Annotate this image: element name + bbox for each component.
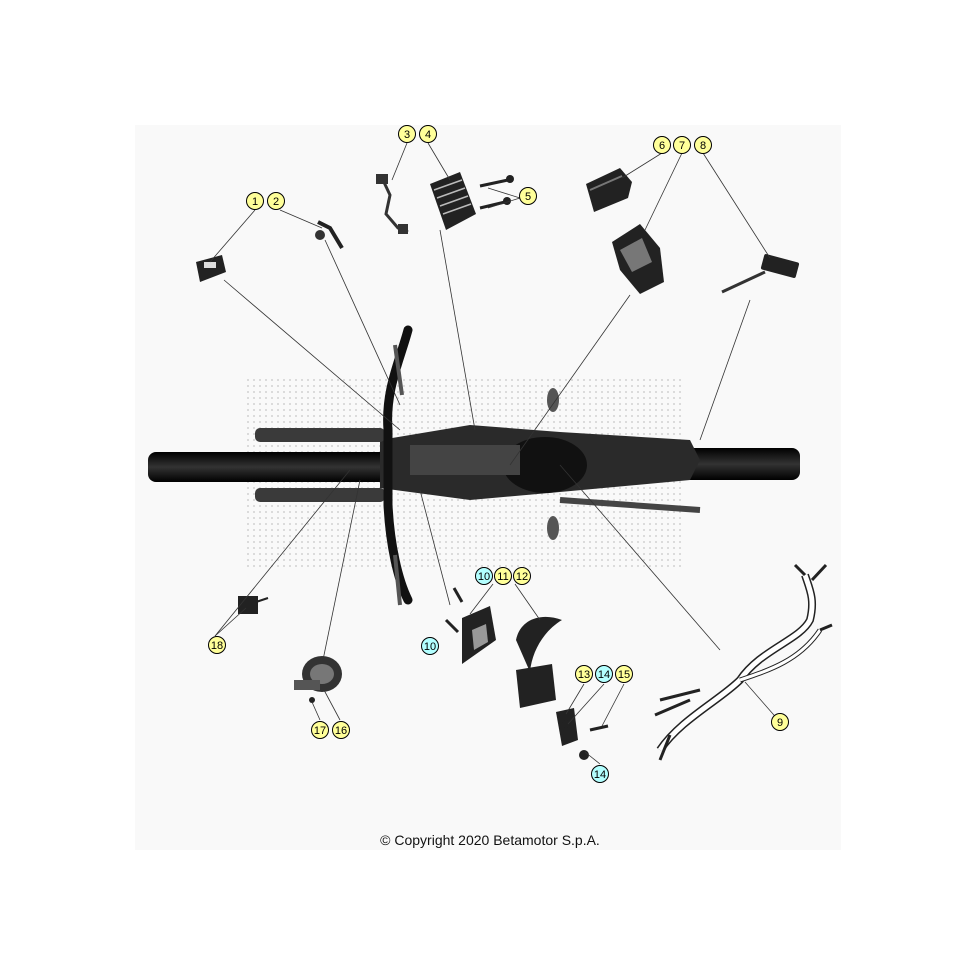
- callout-number: 12: [516, 571, 528, 583]
- part-switch-2: [315, 220, 344, 250]
- callout-10: 10: [421, 637, 439, 655]
- callout-5: 5: [519, 187, 537, 205]
- part-bracket-6: [586, 168, 632, 212]
- part-regulator-4: [430, 172, 476, 230]
- callout-11: 11: [494, 567, 512, 585]
- copyright-text: © Copyright 2020 Betamotor S.p.A.: [380, 832, 600, 848]
- callout-number: 10: [424, 641, 436, 653]
- callout-16: 16: [332, 721, 350, 739]
- callout-10: 10: [475, 567, 493, 585]
- callout-number: 17: [314, 725, 326, 737]
- callout-number: 3: [404, 129, 410, 141]
- part-sensor-8: [721, 254, 800, 294]
- callout-17: 17: [311, 721, 329, 739]
- callout-number: 14: [594, 769, 606, 781]
- part-ecu-7: [612, 224, 664, 294]
- callout-8: 8: [694, 136, 712, 154]
- callout-number: 5: [525, 191, 531, 203]
- callout-number: 9: [777, 717, 783, 729]
- part-wiring-harness-9: [654, 563, 833, 761]
- part-nut-14: [562, 720, 589, 760]
- callout-number: 11: [497, 571, 508, 583]
- callout-13: 13: [575, 665, 593, 683]
- leader-lines: [209, 142, 781, 765]
- callout-number: 16: [335, 725, 347, 737]
- callout-number: 14: [598, 669, 610, 681]
- part-screw-15: [589, 724, 609, 732]
- callout-number: 6: [659, 140, 665, 152]
- part-coil-12: [516, 616, 562, 708]
- part-sensor-3: [376, 174, 409, 234]
- part-bolt-10: [444, 587, 464, 634]
- callout-number: 18: [211, 640, 223, 652]
- callout-number: 1: [252, 196, 258, 208]
- part-relay-18: [238, 596, 269, 614]
- callout-number: 15: [618, 669, 630, 681]
- callout-4: 4: [419, 125, 437, 143]
- callout-15: 15: [615, 665, 633, 683]
- part-screw-17: [309, 697, 315, 703]
- callout-6: 6: [653, 136, 671, 154]
- part-bracket-11: [462, 606, 496, 664]
- callout-1: 1: [246, 192, 264, 210]
- motorcycle-top-view: [148, 325, 800, 606]
- callout-14: 14: [595, 665, 613, 683]
- callout-number: 4: [425, 129, 431, 141]
- part-horn-16: [294, 656, 342, 692]
- callout-number: 8: [700, 140, 706, 152]
- callout-2: 2: [267, 192, 285, 210]
- callout-number: 7: [679, 140, 685, 152]
- callout-14: 14: [591, 765, 609, 783]
- callout-number: 2: [273, 196, 279, 208]
- part-screws-5: [479, 175, 514, 210]
- callout-3: 3: [398, 125, 416, 143]
- callout-12: 12: [513, 567, 531, 585]
- callout-18: 18: [208, 636, 226, 654]
- callout-7: 7: [673, 136, 691, 154]
- callout-9: 9: [771, 713, 789, 731]
- part-switch-1: [196, 255, 226, 282]
- callout-number: 10: [478, 571, 490, 583]
- callout-number: 13: [578, 669, 590, 681]
